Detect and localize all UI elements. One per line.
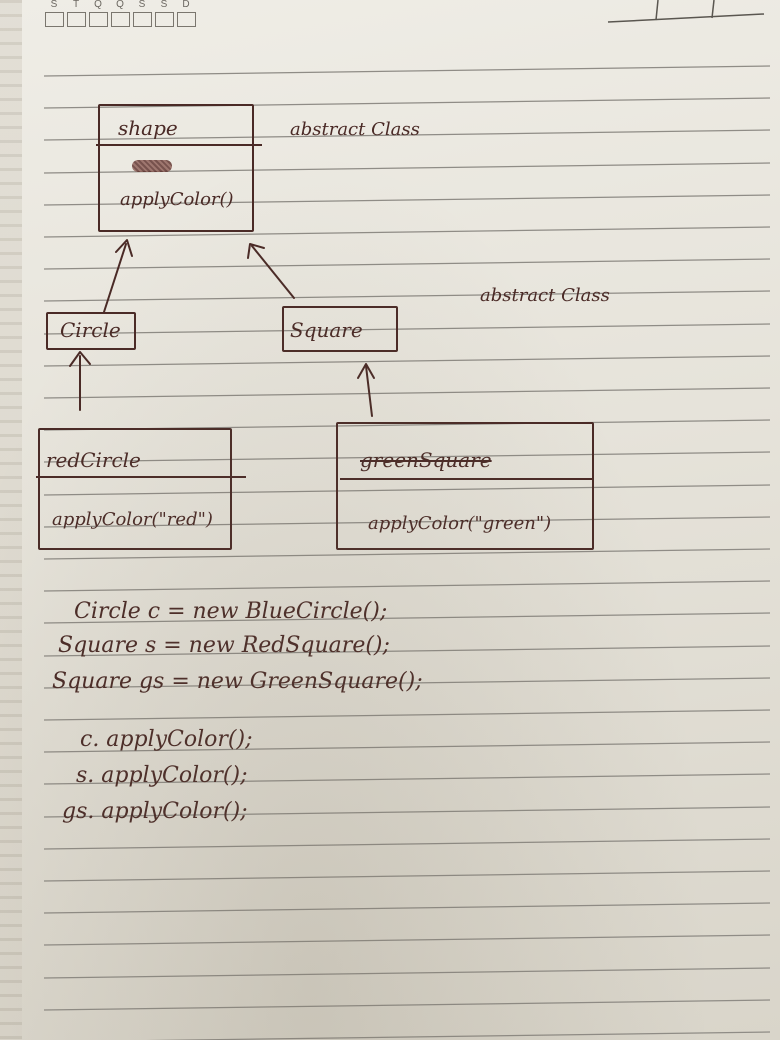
green-square-class-box: [336, 422, 594, 550]
rule-line: [43, 451, 771, 463]
weekday-cell: S: [154, 0, 174, 27]
green-square-divider: [340, 478, 592, 480]
shape-class-name: shape: [118, 116, 178, 140]
green-square-to-square-arrow: [365, 365, 373, 417]
rule-line: [43, 773, 771, 785]
rule-line: [43, 677, 771, 689]
shape-method: applyColor(): [120, 189, 234, 210]
square-abstract-note: abstract Class: [480, 285, 610, 306]
square-to-shape-arrowhead: [247, 243, 265, 259]
red-circle-method: applyColor("red"): [52, 509, 213, 530]
red-circle-class-name: redCircle: [46, 448, 141, 472]
weekday-cell: Q: [88, 0, 108, 27]
rule-line: [43, 129, 771, 141]
green-square-to-square-arrowhead: [357, 363, 375, 379]
rule-line: [43, 934, 771, 946]
code-line-2: Square s = new RedSquare();: [58, 633, 390, 658]
circle-class-box: [46, 312, 136, 350]
rule-line: [43, 516, 771, 528]
weekday-cell: D: [176, 0, 196, 27]
crossed-out-attribute: [132, 160, 172, 172]
shape-class-box: [98, 104, 254, 232]
code-line-5: s. applyColor();: [76, 763, 248, 788]
shape-name-divider: [96, 144, 262, 146]
rule-line: [43, 580, 771, 592]
red-circle-class-box: [38, 428, 232, 550]
circle-class-name: Circle: [60, 318, 121, 342]
red-circle-to-circle-arrowhead: [69, 351, 91, 367]
rule-line: [43, 741, 771, 753]
weekday-header: S T Q Q S S D: [44, 0, 196, 27]
rule-line: [43, 612, 771, 624]
rule-line: [43, 806, 771, 818]
rule-line: [43, 645, 771, 657]
code-line-3: Square gs = new GreenSquare();: [52, 669, 423, 694]
rule-line: [43, 194, 771, 206]
rule-line: [43, 97, 771, 109]
rule-line: [43, 355, 771, 367]
rule-line: [43, 258, 771, 270]
code-line-4: c. applyColor();: [80, 727, 253, 752]
rule-line: [43, 65, 771, 77]
green-square-class-name: greenSquare: [360, 448, 492, 472]
rule-line: [43, 870, 771, 882]
rule-line: [43, 999, 771, 1011]
circle-to-shape-arrowhead: [115, 239, 133, 257]
square-class-name: Square: [290, 318, 363, 342]
green-square-method: applyColor("green"): [368, 513, 552, 534]
rule-line: [43, 838, 771, 850]
spiral-binding: [0, 0, 22, 1040]
square-class-box: [282, 306, 398, 352]
code-line-1: Circle c = new BlueCircle();: [74, 599, 388, 624]
weekday-cell: T: [66, 0, 86, 27]
red-circle-divider: [36, 476, 246, 478]
square-to-shape-arrow: [251, 245, 295, 299]
weekday-cell: Q: [110, 0, 130, 27]
code-line-6: gs. applyColor();: [62, 799, 248, 824]
shape-abstract-note: abstract Class: [290, 119, 420, 140]
circle-to-shape-arrow: [103, 243, 127, 313]
rule-line: [43, 484, 771, 496]
rule-line: [43, 290, 771, 302]
rule-line: [43, 709, 771, 721]
weekday-cell: S: [44, 0, 64, 27]
rule-line: [43, 387, 771, 399]
rule-line: [43, 902, 771, 914]
rule-line: [43, 967, 771, 979]
rule-line: [43, 323, 771, 335]
rule-line: [43, 226, 771, 238]
weekday-cell: S: [132, 0, 152, 27]
rule-line: [43, 548, 771, 560]
date-field-marks: [607, 0, 765, 23]
rule-line: [145, 1031, 771, 1040]
